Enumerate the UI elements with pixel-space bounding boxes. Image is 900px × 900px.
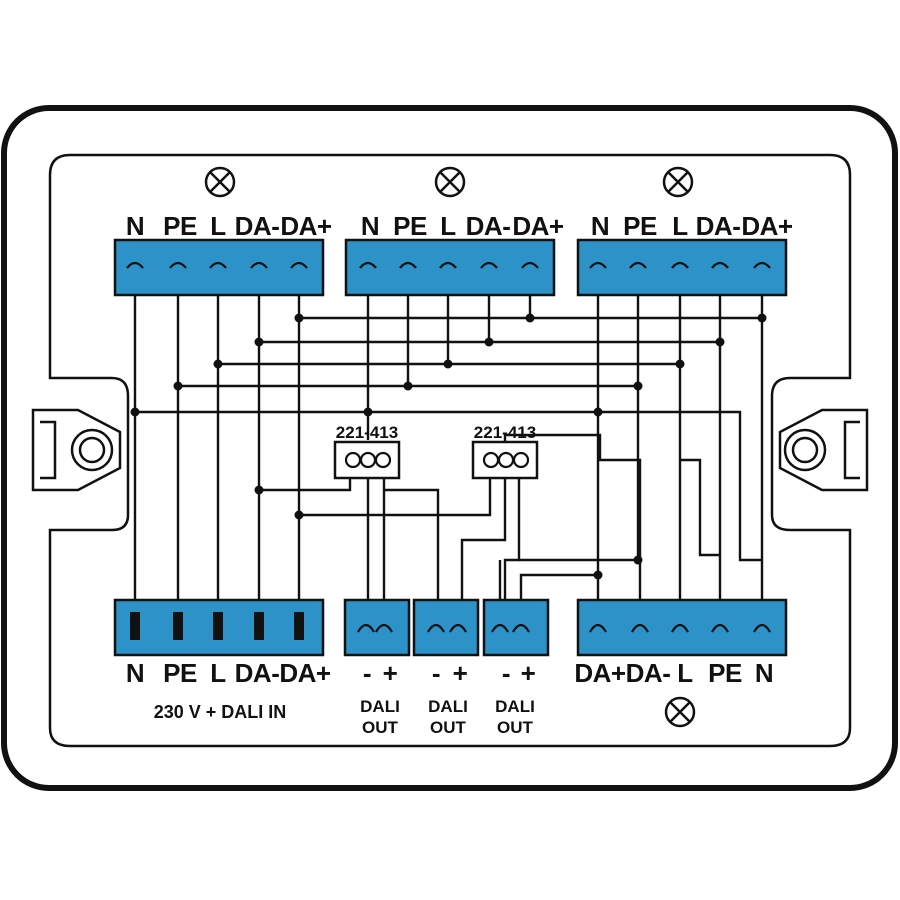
terminal-label: L <box>210 211 226 241</box>
terminal-label: PE <box>708 658 742 688</box>
terminal-label: L <box>672 211 688 241</box>
dali-out-block-1: - + DALI OUT <box>343 598 411 737</box>
lamp-output-labels-1: N PE L DA- DA+ <box>126 211 333 241</box>
housing <box>1 105 898 791</box>
terminal-label: L <box>677 658 693 688</box>
lamp-output-block-3 <box>576 238 788 297</box>
terminal-label: PE <box>393 211 427 241</box>
dali-out-block-3: - + DALI OUT <box>482 598 550 737</box>
connector-221-413-left: 221-413 <box>333 423 401 480</box>
terminal-label: N <box>591 211 609 241</box>
dali-out-caption: OUT <box>497 718 534 737</box>
polarity-label: + <box>521 658 536 688</box>
clamps <box>589 261 771 269</box>
clamps <box>359 261 539 269</box>
dali-out-caption: DALI <box>360 697 400 716</box>
terminal-label: DA- <box>235 658 280 688</box>
lamp-output-labels-3: N PE L DA- DA+ <box>591 211 794 241</box>
junction-dots <box>130 313 767 580</box>
terminal-label: DA- <box>235 211 280 241</box>
terminal-label: PE <box>623 211 657 241</box>
terminal-label: DA+ <box>741 211 793 241</box>
lamp-output-block-2 <box>344 238 556 297</box>
housing-inner <box>48 153 852 748</box>
right-output-block <box>576 598 788 657</box>
terminal-label: N <box>126 211 144 241</box>
dali-out-caption: OUT <box>430 718 467 737</box>
connector-221-413-right: 221-413 <box>471 423 539 480</box>
terminal-label: L <box>440 211 456 241</box>
terminal-label: N <box>126 658 144 688</box>
lamp-output-block-1 <box>113 238 325 297</box>
input-block <box>113 598 325 657</box>
terminal-label: DA+ <box>280 211 332 241</box>
dali-out-caption: DALI <box>428 697 468 716</box>
input-block-labels: N PE L DA- DA+ 230 V + DALI IN <box>126 658 332 722</box>
terminal-label: N <box>361 211 379 241</box>
polarity-label: - <box>363 658 371 688</box>
terminal-label: N <box>755 658 773 688</box>
polarity-label: - <box>502 658 510 688</box>
dali-out-caption: DALI <box>495 697 535 716</box>
dali-out-caption: OUT <box>362 718 399 737</box>
terminal-label: DA+ <box>279 658 331 688</box>
polarity-label: - <box>432 658 440 688</box>
lamp-output-labels-2: N PE L DA- DA+ <box>361 211 565 241</box>
terminal-label: PE <box>163 211 197 241</box>
wires <box>133 270 764 620</box>
dali-out-block-2: - + DALI OUT <box>412 598 480 737</box>
terminal-label: DA- <box>466 211 511 241</box>
screw-mount-icon <box>778 408 869 492</box>
lamp-cross-icon <box>664 696 696 728</box>
terminal-label: DA+ <box>512 211 564 241</box>
connector-label: 221-413 <box>336 423 398 442</box>
right-output-labels: DA+ DA- L PE N <box>574 658 773 688</box>
terminal-label: DA- <box>696 211 741 241</box>
screw-mount-icon <box>31 408 122 492</box>
housing-outer <box>1 105 898 791</box>
polarity-label: + <box>383 658 398 688</box>
lamp-cross-icon <box>204 166 236 198</box>
terminal-label: DA+ <box>574 658 626 688</box>
terminal-label: PE <box>163 658 197 688</box>
terminal-label: DA- <box>626 658 671 688</box>
clamps <box>126 261 308 269</box>
connector-label: 221-413 <box>474 423 536 442</box>
polarity-label: + <box>453 658 468 688</box>
lamp-cross-icon <box>662 166 694 198</box>
input-caption: 230 V + DALI IN <box>154 702 287 722</box>
terminal-label: L <box>210 658 226 688</box>
lamp-cross-icon <box>434 166 466 198</box>
